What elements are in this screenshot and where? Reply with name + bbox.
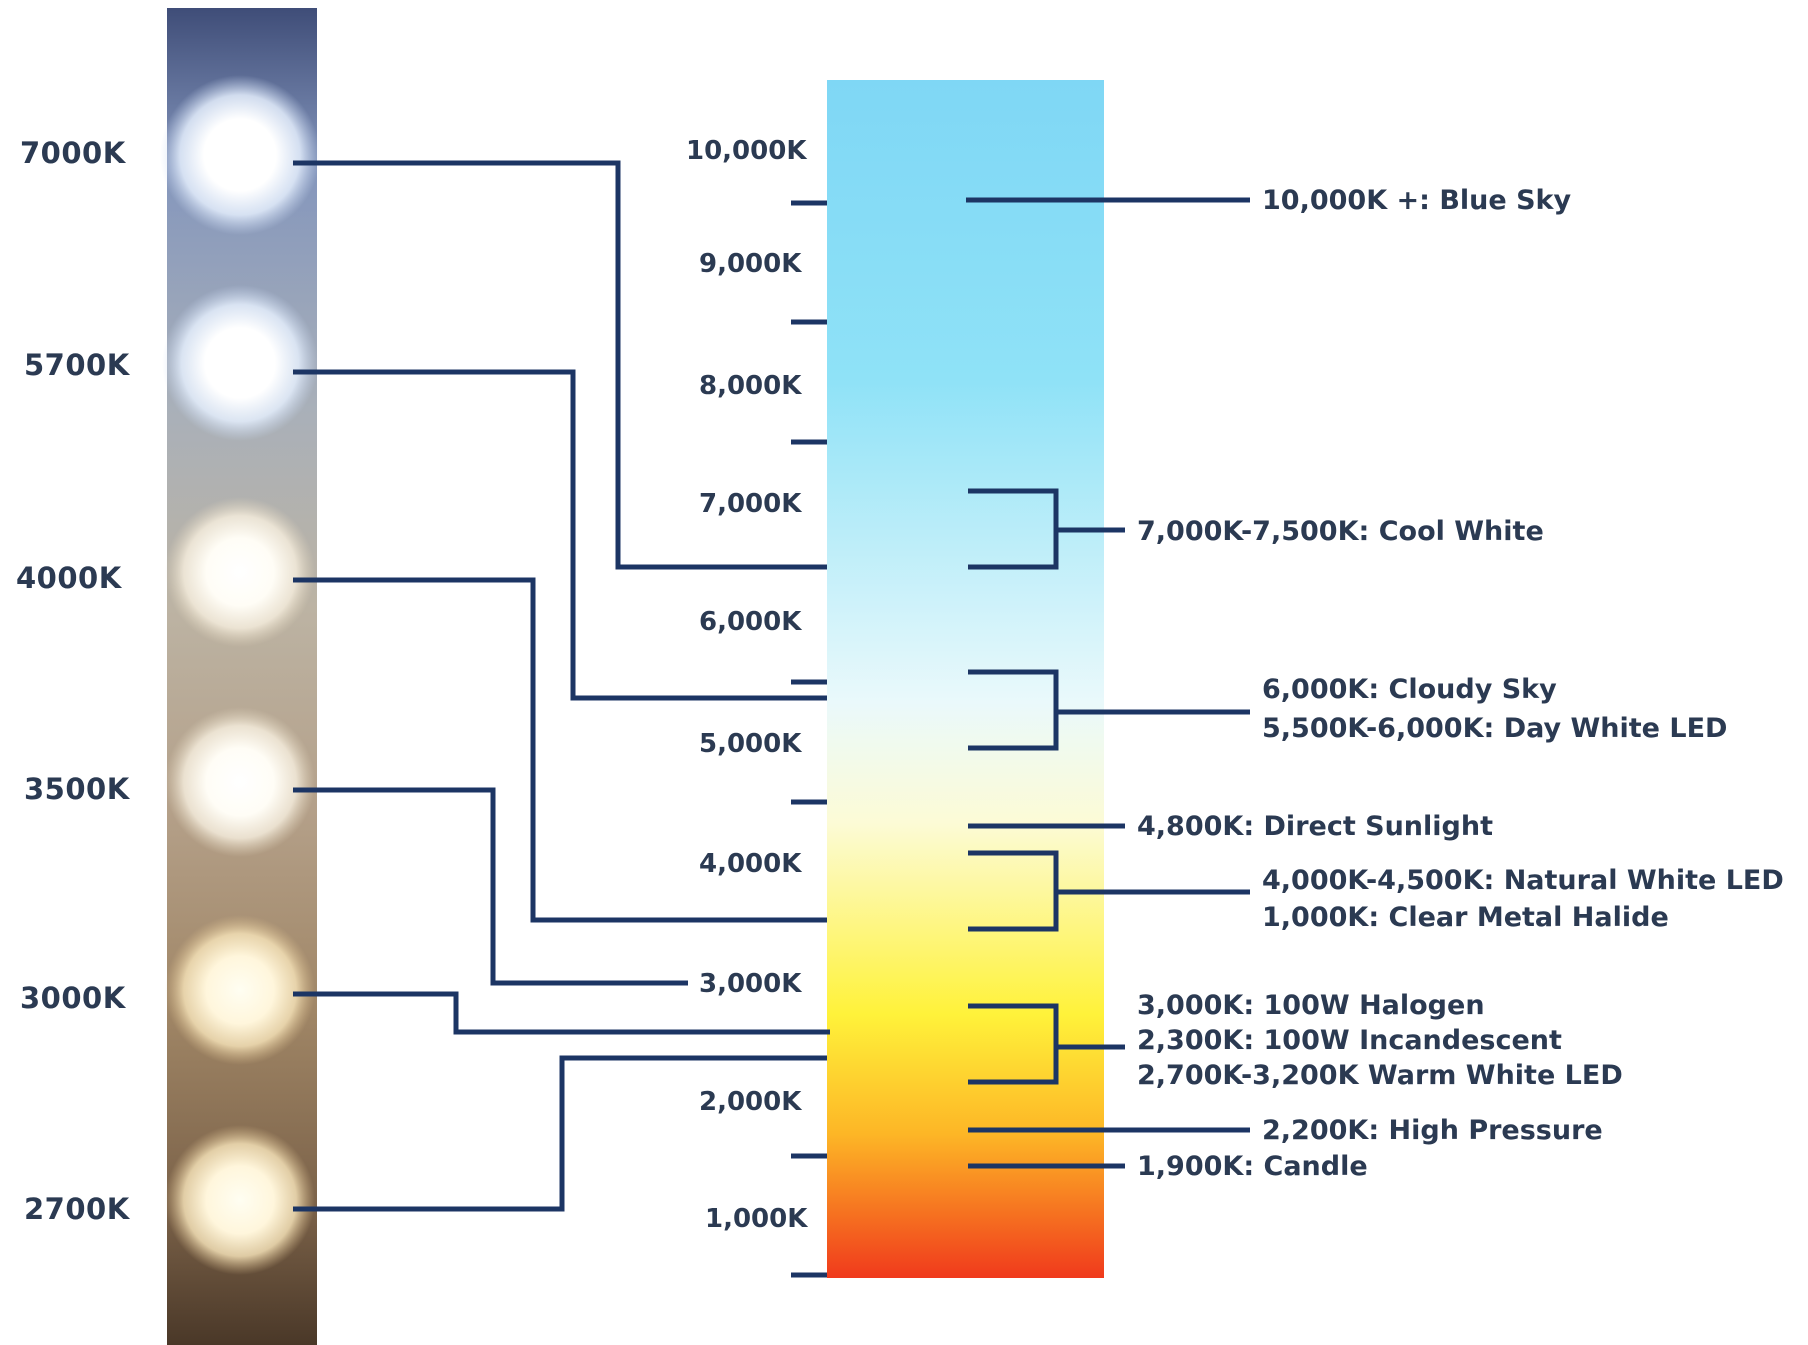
desc-natural-white-led: 4,000K-4,500K: Natural White LED	[1262, 865, 1784, 896]
led-4000k-glow	[165, 497, 315, 647]
scale-label-9000k: 9,000K	[699, 249, 802, 279]
led-3500k-glow	[165, 707, 315, 857]
connector-7000k	[293, 160, 827, 570]
scale-label-6000k: 6,000K	[699, 607, 802, 637]
desc-candle: 1,900K: Candle	[1137, 1151, 1368, 1182]
desc-day-white-led: 5,500K-6,000K: Day White LED	[1262, 713, 1727, 744]
scale-label-3000k: 3,000K	[699, 969, 802, 999]
bracket-cool-white	[968, 488, 1125, 570]
scale-label-7000k: 7,000K	[699, 489, 802, 519]
desc-cool-white: 7,000K-7,500K: Cool White	[1137, 516, 1544, 547]
scale-label-2000k: 2,000K	[699, 1087, 802, 1117]
connector-2700k	[293, 1055, 827, 1212]
desc-blue-sky: 10,000K +: Blue Sky	[1262, 185, 1572, 216]
desc-cloudy-sky: 6,000K: Cloudy Sky	[1262, 674, 1557, 705]
desc-high-pressure: 2,200K: High Pressure	[1262, 1115, 1603, 1146]
led-7000k-glow	[160, 75, 320, 235]
bracket-halogen-warm	[968, 1003, 1125, 1085]
led-3000k-glow	[165, 915, 315, 1065]
connector-3000k	[293, 991, 830, 1035]
connector-3500k	[293, 787, 688, 986]
scale-label-10000k: 10,000K	[686, 136, 807, 166]
connector-4000k	[293, 577, 827, 923]
scale-label-8000k: 8,000K	[699, 371, 802, 401]
led-label-3000k: 3000K	[20, 981, 127, 1015]
desc-halogen: 3,000K: 100W Halogen	[1137, 990, 1485, 1021]
scale-label-1000k: 1,000K	[705, 1204, 808, 1234]
led-2700k-glow	[165, 1125, 315, 1275]
led-label-4000k: 4000K	[16, 561, 123, 595]
scale-label-4000k: 4,000K	[699, 849, 802, 879]
led-label-7000k: 7000K	[20, 136, 127, 170]
led-label-2700k: 2700K	[24, 1192, 131, 1226]
desc-warm-white-led: 2,700K-3,200K Warm White LED	[1137, 1060, 1623, 1091]
led-5700k-glow	[162, 285, 318, 441]
bracket-natural-halide	[968, 850, 1250, 932]
kelvin-scale-bar	[827, 80, 1104, 1278]
scale-label-5000k: 5,000K	[699, 729, 802, 759]
desc-clear-metal-halide: 1,000K: Clear Metal Halide	[1262, 902, 1669, 933]
desc-direct-sunlight: 4,800K: Direct Sunlight	[1137, 811, 1493, 842]
connector-5700k	[293, 369, 827, 701]
bracket-cloudy-day	[968, 669, 1250, 751]
desc-incandescent: 2,300K: 100W Incandescent	[1137, 1025, 1562, 1056]
led-label-5700k: 5700K	[24, 348, 131, 382]
led-label-3500k: 3500K	[24, 772, 131, 806]
